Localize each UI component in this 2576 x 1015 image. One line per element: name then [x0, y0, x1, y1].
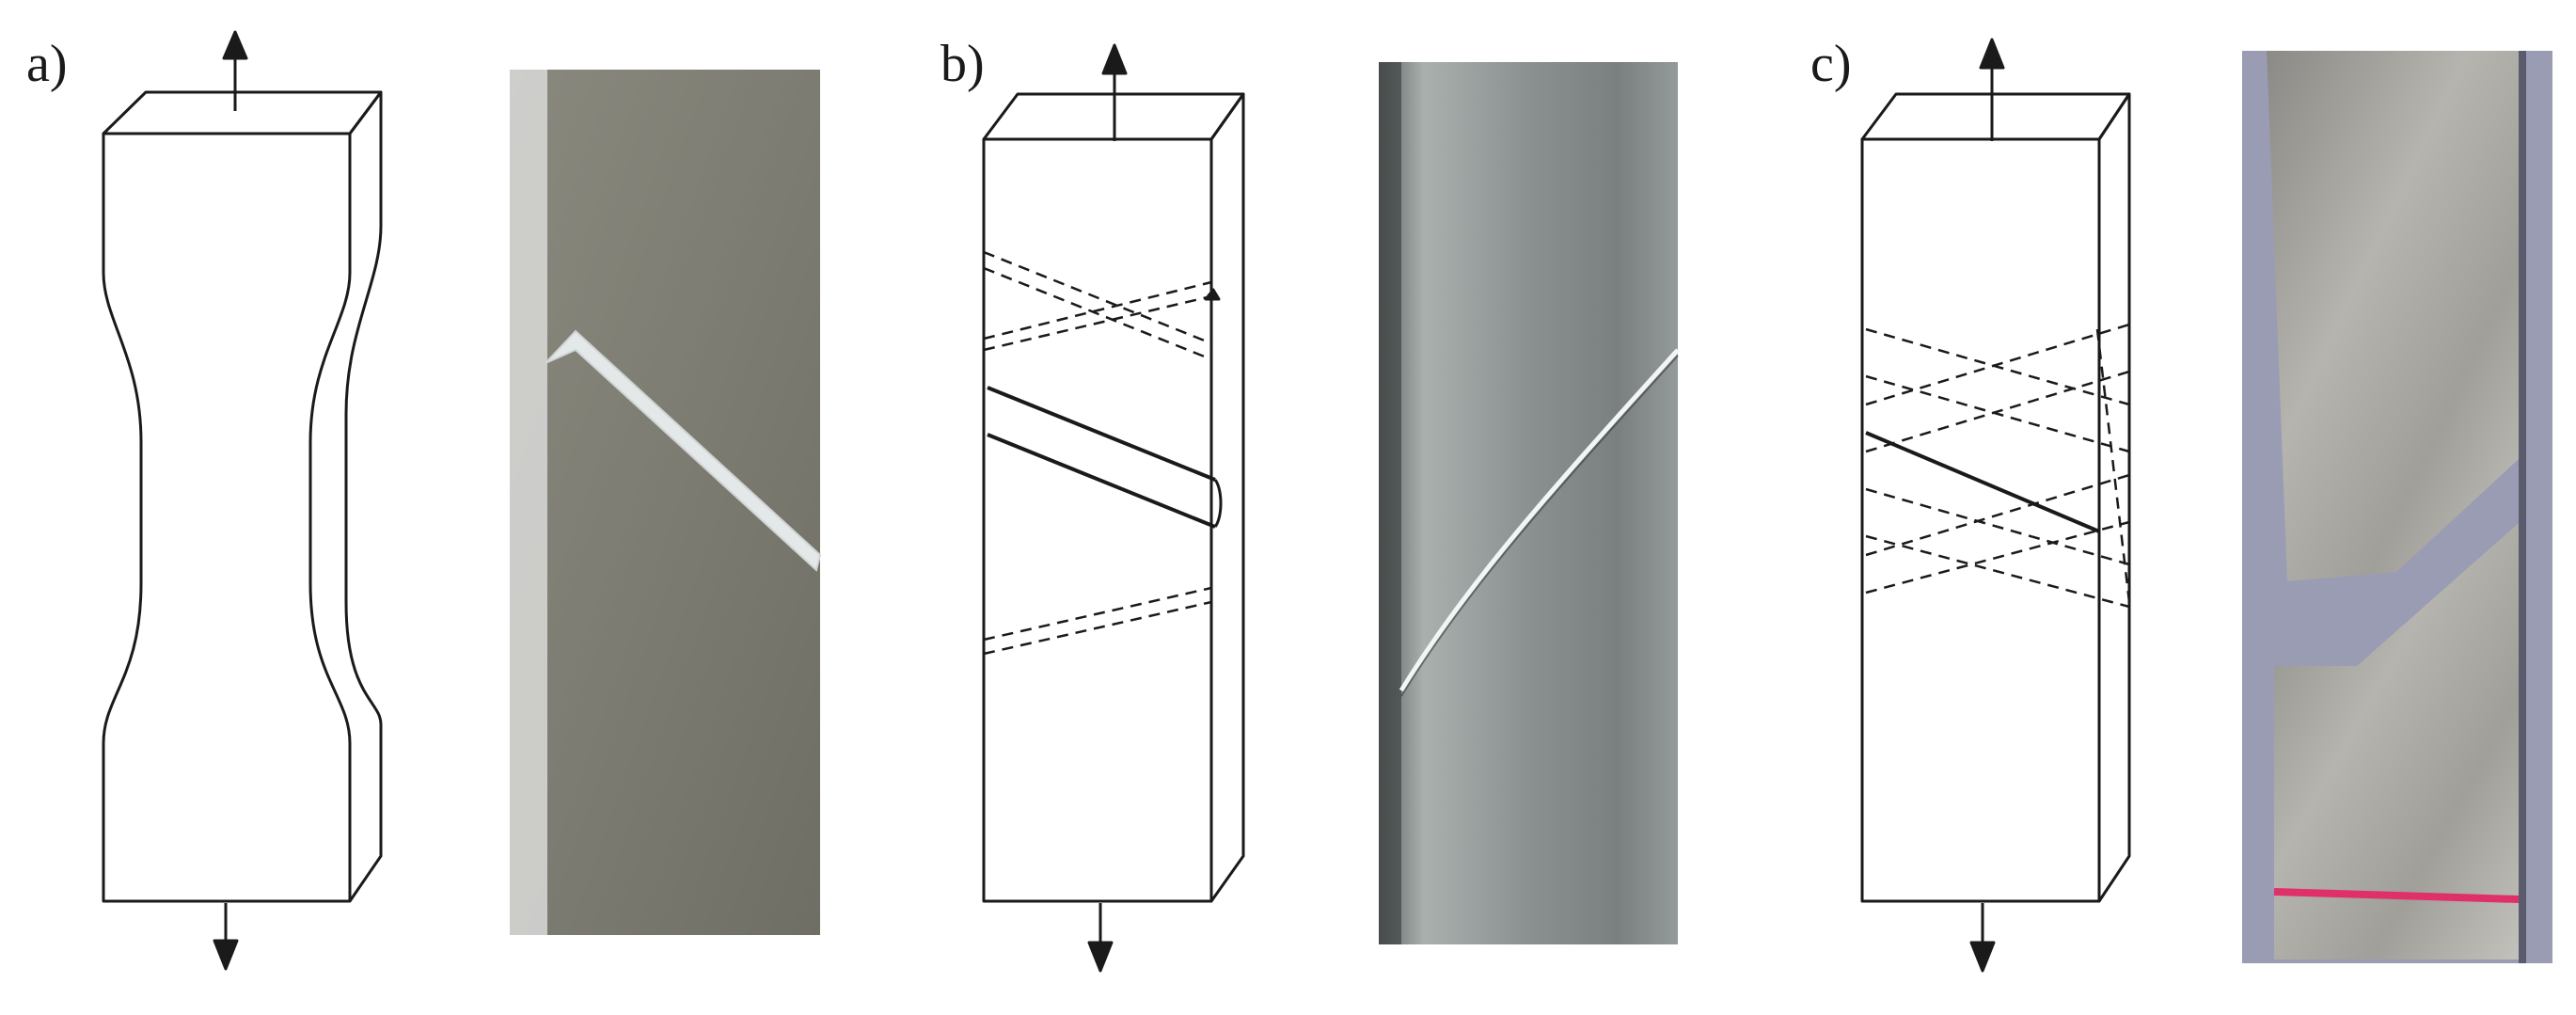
dashed-shear-lines-c: [1865, 323, 2131, 609]
crack-b: [1399, 348, 1680, 692]
crack-a: [545, 329, 822, 572]
panel-label-c: c): [1810, 35, 1852, 93]
panel-label-b: b): [940, 35, 985, 93]
drawing-b: [982, 43, 1245, 973]
drawing-c: [1860, 38, 2131, 973]
shear-band-lower-b: [987, 433, 1216, 529]
photo-c-edge: [2519, 51, 2526, 963]
marker-line-c: [2273, 888, 2520, 903]
top-face-a: [102, 90, 383, 135]
arrowhead-bottom-c: [1969, 941, 1996, 973]
arrowhead-top-a: [222, 30, 248, 60]
photo-a-edge: [510, 70, 547, 935]
fracture-line-c: [1865, 431, 2100, 533]
drawing-a: [102, 30, 383, 971]
panel-label-a: a): [26, 35, 68, 93]
side-face-b: [1209, 92, 1245, 902]
side-face-a: [344, 90, 383, 902]
photo-b: [1379, 62, 1680, 944]
arrowhead-top-b: [1101, 43, 1128, 75]
arrowhead-bottom-b: [1087, 941, 1114, 973]
dashed-shear-lines-b: [983, 250, 1212, 656]
front-face-a: [102, 132, 352, 903]
top-face-c: [1860, 92, 2131, 141]
photo-a: [510, 70, 822, 935]
shear-band-upper-b: [987, 386, 1216, 482]
specimen-photo-b: [1379, 62, 1678, 944]
side-face-c: [2097, 92, 2131, 902]
small-marker-b: [1204, 288, 1221, 301]
arrowhead-top-c: [1979, 38, 2005, 70]
photo-c: [2242, 51, 2552, 963]
front-face-b: [982, 137, 1213, 903]
photo-b-edge: [1379, 62, 1401, 944]
arrowhead-bottom-a: [213, 939, 239, 971]
specimen-lower-half-c: [2274, 523, 2519, 959]
shear-band-end-b: [1213, 479, 1223, 528]
crack-b-shadow: [1400, 355, 1679, 697]
specimen-photo-a: [510, 70, 820, 935]
specimen-upper-half-c: [2267, 51, 2519, 581]
